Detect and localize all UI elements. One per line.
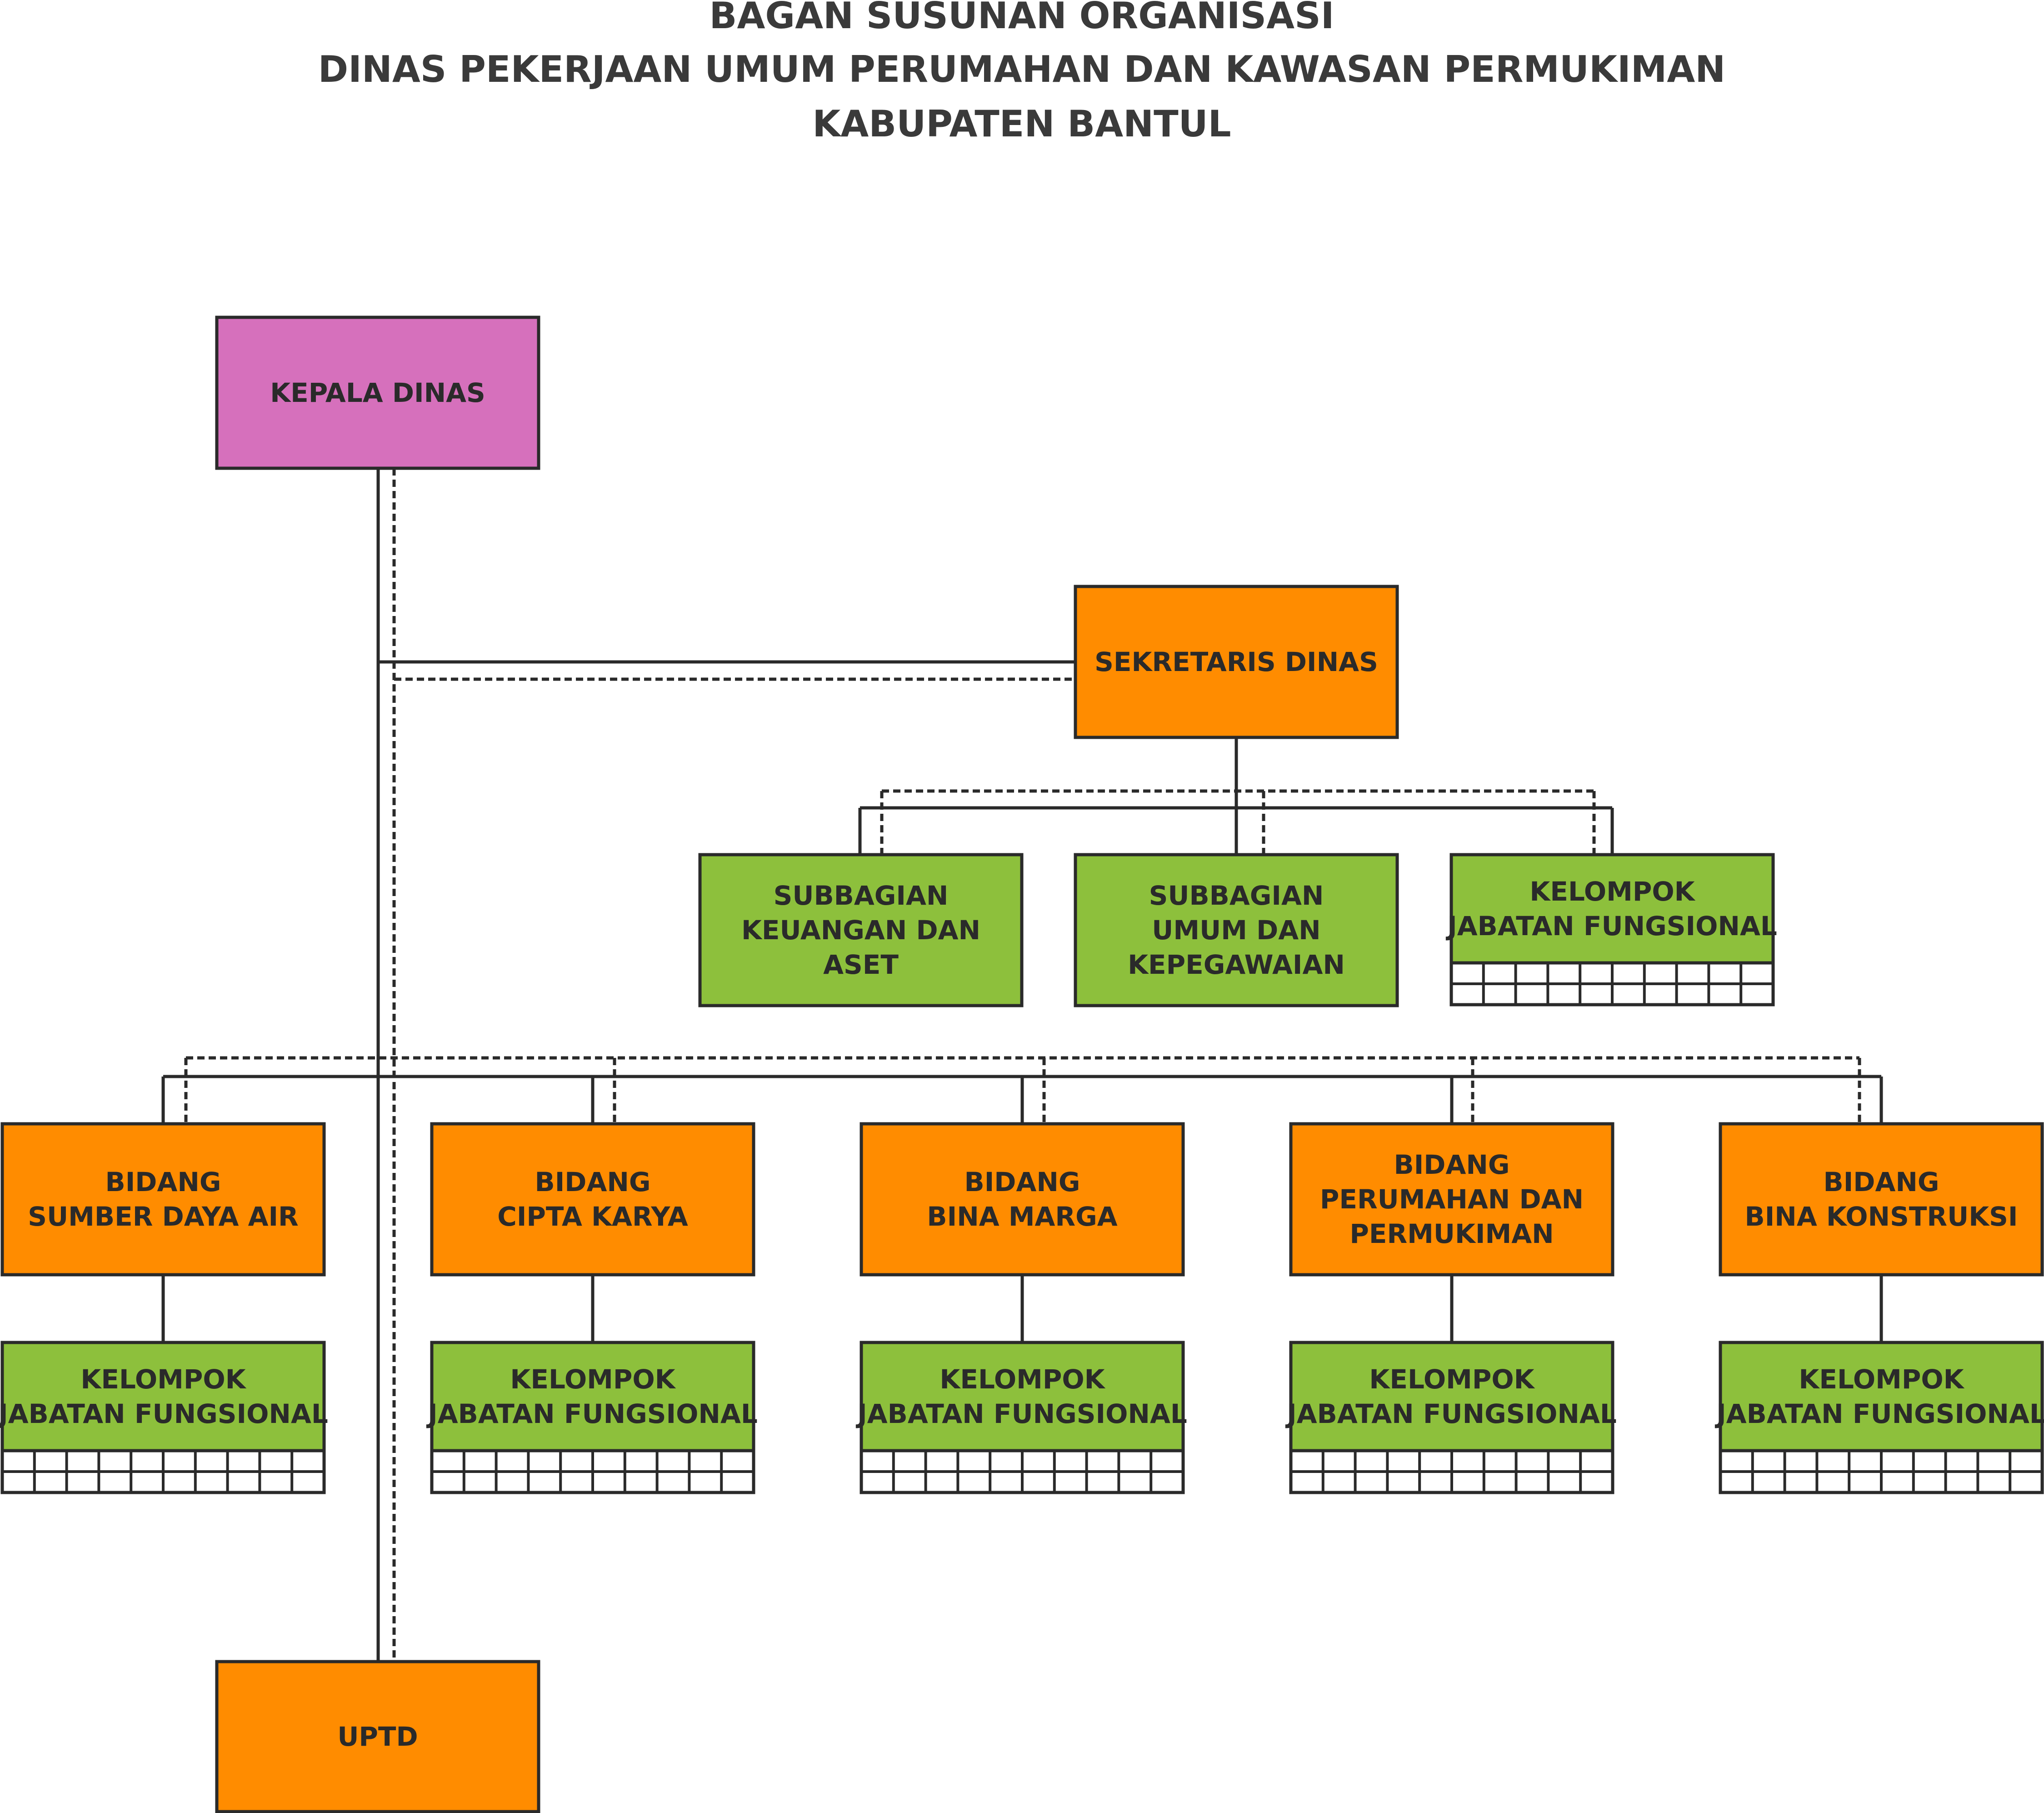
box-sekretaris [1074,585,1399,739]
box-bidang-bk [1719,1122,2044,1277]
label-kjf-bk-2: JABATAN FUNGSIONAL [1714,1398,2044,1429]
label-bidang-bm-2: BINA MARGA [927,1201,1117,1232]
box-bidang-ck [430,1122,755,1277]
box-bidang-pp [1289,1122,1614,1277]
unit-kjf-sekretariat: KELOMPOK JABATAN FUNGSIONAL [1445,853,1777,1007]
label-bidang-bm-1: BIDANG [965,1167,1080,1197]
label-kjf-sekretariat-2: JABATAN FUNGSIONAL [1445,911,1777,942]
label-sub-keuangan-1: SUBBAGIAN [774,880,949,911]
member-grid-kjf-sekretariat [1449,961,1775,1007]
title-line-2: DINAS PEKERJAAN UMUM PERUMAHAN DAN KAWAS… [318,48,1725,90]
member-grid-kjf-ck [430,1449,755,1494]
unit-bidang-bm: BIDANG BINA MARGA [860,1122,1185,1277]
label-bidang-bk-2: BINA KONSTRUKSI [1745,1201,2018,1232]
box-uptd [215,1660,540,1813]
unit-kepala: KEPALA DINAS [215,316,540,470]
box-kjf-pp [1289,1341,1614,1452]
unit-bidang-sda: BIDANG SUMBER DAYA AIR [0,1122,326,1277]
unit-bidang-bk: BIDANG BINA KONSTRUKSI [1719,1122,2044,1277]
label-kjf-bm-2: JABATAN FUNGSIONAL [855,1398,1187,1429]
unit-sekretaris: SEKRETARIS DINAS [1074,585,1399,739]
box-sub-keuangan [698,853,1024,1007]
member-grid-kjf-sda [0,1449,326,1494]
box-kjf-bm [860,1341,1185,1452]
member-grid-kjf-bm [860,1449,1185,1494]
title-line-3: KABUPATEN BANTUL [812,103,1231,145]
member-grid-kjf-pp [1289,1449,1614,1494]
label-sub-keuangan-3: ASET [823,949,899,980]
label-kjf-ck-2: JABATAN FUNGSIONAL [426,1398,758,1429]
label-bidang-ck-1: BIDANG [535,1167,651,1197]
label-sub-umum-3: KEPEGAWAIAN [1128,949,1345,980]
box-kjf-ck [430,1341,755,1452]
label-kjf-bk-1: KELOMPOK [1799,1364,1964,1395]
box-kjf-sda [0,1341,326,1452]
label-kjf-pp-2: JABATAN FUNGSIONAL [1285,1398,1617,1429]
box-bidang-sda [0,1122,326,1277]
unit-uptd: UPTD [215,1660,540,1813]
label-kjf-sekretariat-1: KELOMPOK [1529,876,1695,907]
label-kjf-bm-1: KELOMPOK [940,1364,1105,1395]
label-bidang-ck-2: CIPTA KARYA [497,1201,688,1232]
title-line-1: BAGAN SUSUNAN ORGANISASI [710,0,1334,37]
box-kepala [215,316,540,470]
label-sub-umum-2: UMUM DAN [1152,915,1320,946]
label-bidang-pp-2: PERUMAHAN DAN [1320,1184,1584,1215]
label-bidang-bk-1: BIDANG [1824,1167,1939,1197]
label-sub-keuangan-2: KEUANGAN DAN [741,915,980,946]
member-grid-kjf-bk [1719,1449,2044,1494]
org-units: KEPALA DINAS SEKRETARIS DINAS SUBBAGIAN KEU… [0,316,2044,1813]
chart-title: BAGAN SUSUNAN ORGANISASI DINAS PEKERJAAN… [318,0,1725,145]
label-kjf-ck-1: KELOMPOK [510,1364,676,1395]
label-sub-umum-1: SUBBAGIAN [1149,880,1324,911]
coordination-lines [184,468,1861,1662]
label-kjf-pp-1: KELOMPOK [1369,1364,1535,1395]
command-lines [161,468,1883,1662]
unit-bidang-ck: BIDANG CIPTA KARYA [430,1122,755,1277]
box-bidang-bm [860,1122,1185,1277]
label-bidang-pp-3: PERMUKIMAN [1349,1218,1554,1249]
label-kjf-sda-2: JABATAN FUNGSIONAL [0,1398,328,1429]
box-sub-umum [1074,853,1399,1007]
label-bidang-sda-2: SUMBER DAYA AIR [28,1201,298,1232]
connector-lines [161,468,1883,1662]
label-kjf-sda-1: KELOMPOK [80,1364,246,1395]
label-uptd-1: UPTD [337,1721,418,1752]
box-kjf-bk [1719,1341,2044,1452]
label-kepala-1: KEPALA DINAS [270,377,485,408]
label-bidang-pp-1: BIDANG [1394,1149,1510,1180]
box-kjf-sekretariat [1449,853,1775,965]
label-bidang-sda-1: BIDANG [105,1167,221,1197]
label-sekretaris-1: SEKRETARIS DINAS [1094,646,1378,677]
